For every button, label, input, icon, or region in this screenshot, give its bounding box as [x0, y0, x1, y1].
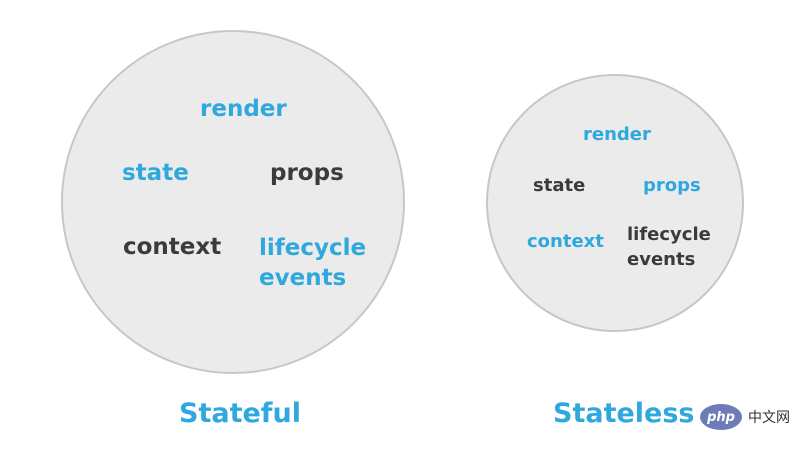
php-logo: php [700, 404, 742, 430]
stateful-context-label: context [123, 234, 222, 260]
stateless-context-label: context [527, 231, 604, 252]
stateful-caption: Stateful [179, 398, 302, 429]
stateless-lifecycle-line1: lifecycle [627, 224, 711, 245]
stateful-state-label: state [122, 160, 189, 186]
stateless-render-label: render [583, 124, 651, 145]
stateless-lifecycle-line2: events [627, 249, 696, 270]
stateful-circle [61, 30, 405, 374]
stateless-lifecycle-label: lifecycle events [627, 222, 711, 272]
stateless-state-label: state [533, 175, 586, 196]
stateless-caption: Stateless [553, 398, 695, 429]
stateful-lifecycle-label: lifecycle events [259, 233, 366, 293]
stateful-lifecycle-line2: events [259, 265, 347, 291]
stateful-render-label: render [200, 96, 287, 122]
watermark-text: 中文网 [748, 410, 790, 426]
stateless-circle [486, 74, 744, 332]
stateful-lifecycle-line1: lifecycle [259, 235, 367, 261]
stateless-props-label: props [643, 175, 701, 196]
stateful-props-label: props [270, 160, 344, 186]
watermark: php 中文网 [696, 400, 796, 434]
